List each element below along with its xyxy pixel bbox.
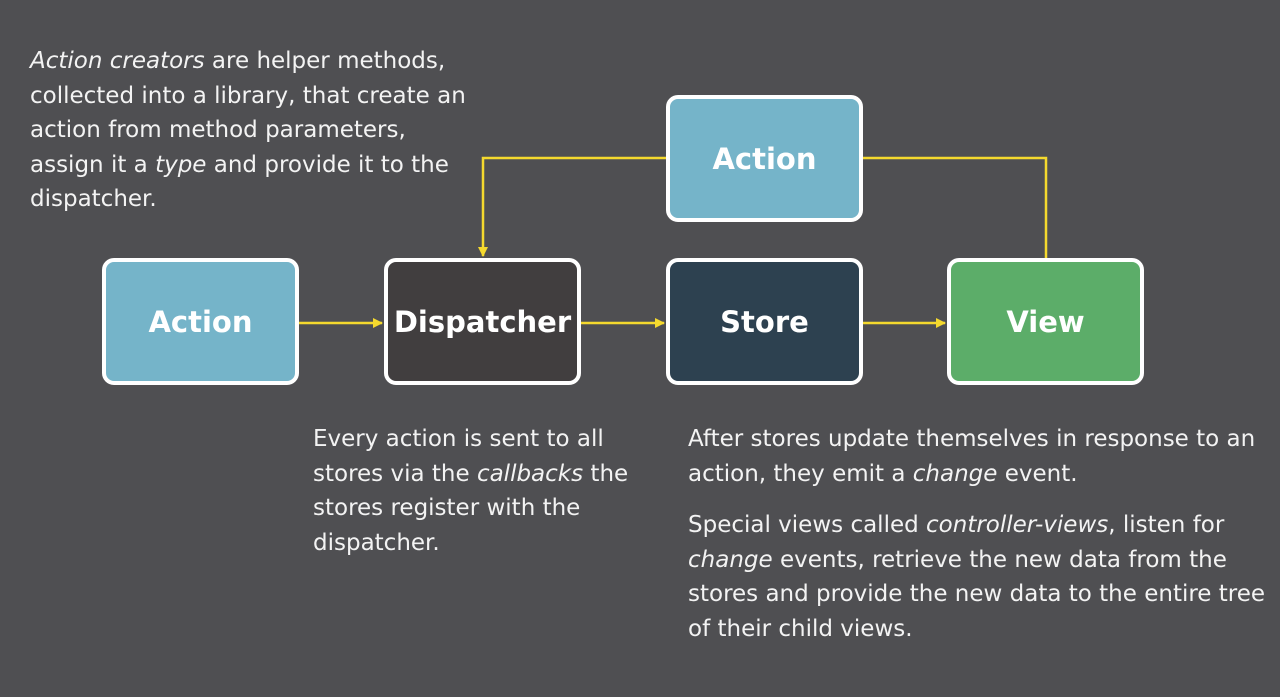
change-term-2: change (688, 546, 773, 573)
controller-views-description: Special views called controller-views, l… (688, 508, 1268, 646)
line-view-to-action (863, 156, 1048, 258)
views-text-3: events, retrieve the new data from the s… (688, 546, 1266, 642)
dispatcher-node-label: Dispatcher (393, 304, 572, 339)
views-text-1: Special views called (688, 512, 927, 538)
action-top-node-label: Action (712, 141, 817, 176)
store-node: Store (666, 258, 863, 385)
type-term: type (155, 151, 207, 178)
change-term: change (912, 460, 998, 487)
dispatch-text-2: the stores register with the dispatcher. (313, 460, 629, 556)
controller-views-term: controller-views (926, 512, 1109, 538)
dispatcher-node: Dispatcher (384, 258, 581, 385)
dispatcher-description: Every action is sent to all stores via t… (313, 422, 663, 560)
creators-text-1: are helper methods, collected into a lib… (30, 48, 466, 178)
arrow-action-to-dispatcher-loop (478, 156, 666, 257)
callbacks-term: callbacks (476, 460, 584, 487)
action-node: Action (102, 258, 299, 385)
view-node-label: View (1006, 304, 1085, 339)
action-top-node: Action (666, 95, 863, 222)
action-node-label: Action (148, 304, 253, 339)
view-node: View (947, 258, 1144, 385)
change-text-1: After stores update themselves in respon… (688, 426, 1256, 487)
change-text-2: event. (997, 460, 1078, 487)
store-node-label: Store (720, 304, 809, 339)
dispatch-text-1: Every action is sent to all stores via t… (313, 426, 604, 487)
creators-text-2: and provide it to the dispatcher. (30, 151, 449, 213)
store-change-description: After stores update themselves in respon… (688, 422, 1268, 491)
action-creators-description: Action creators are helper methods, coll… (30, 44, 470, 217)
views-text-2: , listen for (1108, 512, 1225, 538)
action-creators-term: Action creators (30, 48, 205, 74)
